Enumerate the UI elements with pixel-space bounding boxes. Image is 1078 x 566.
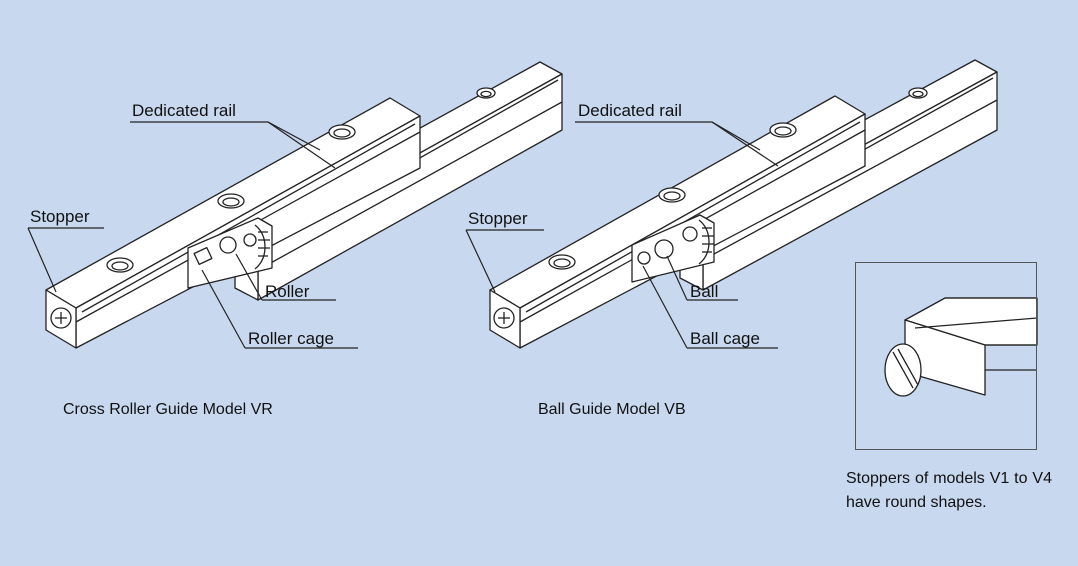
inset-note: Stoppers of models V1 to V4 have round s… [846,470,1052,511]
vr-caption: Cross Roller Guide Model VR [63,401,273,418]
vb-caption: Ball Guide Model VB [538,401,686,418]
vb-ball-cage [631,214,715,283]
vb-ball-cage-label: Ball cage [690,329,760,348]
vb-stopper-screw [493,307,515,329]
vb-ball-label: Ball [690,282,719,301]
vr-roller-cage-label: Roller cage [248,329,334,348]
leader-lines [27,121,779,349]
vb-dedicated-rail-label: Dedicated rail [578,101,682,120]
vr-roller-label: Roller [265,282,310,301]
vr-stopper-label: Stopper [30,207,90,226]
inset-stopper-detail [884,297,1038,397]
vb-assembly [489,59,998,349]
vr-assembly [45,61,563,349]
vr-dedicated-rail-label: Dedicated rail [132,101,236,120]
vb-stopper-label: Stopper [468,209,528,228]
vr-roller-cage [187,217,273,289]
vr-stopper-screw [50,307,72,329]
inset-frame [855,262,1037,450]
